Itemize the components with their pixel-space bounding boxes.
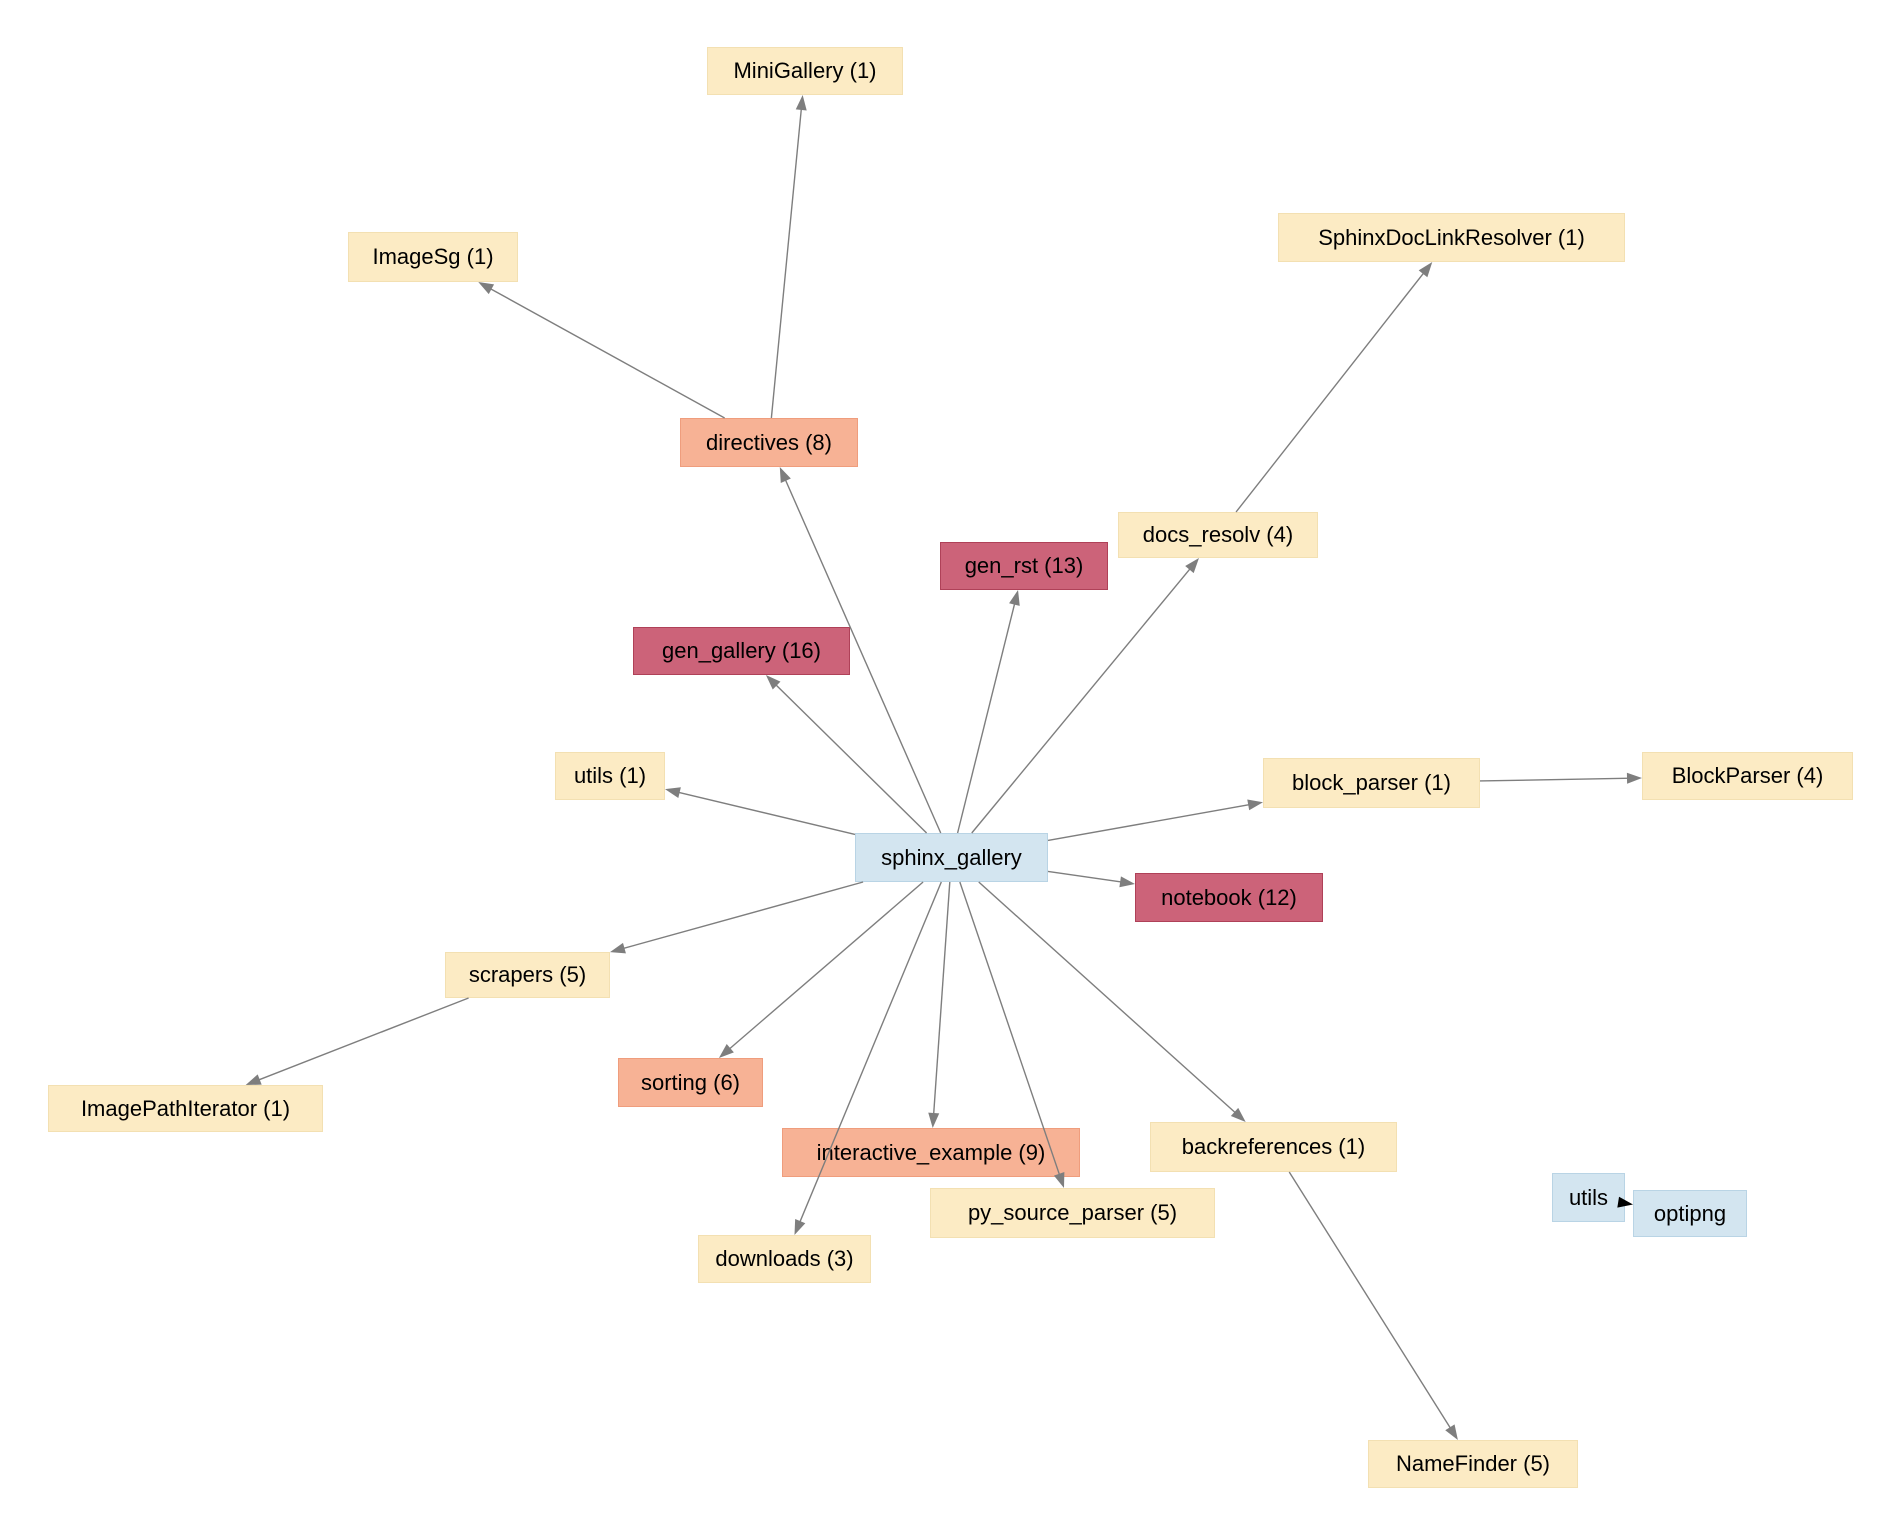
node-image_sg: ImageSg (1) [348, 232, 518, 282]
node-docs_resolv: docs_resolv (4) [1118, 512, 1318, 558]
node-utils_1: utils (1) [555, 752, 665, 800]
node-scrapers: scrapers (5) [445, 952, 610, 998]
node-utils_2: utils [1552, 1173, 1625, 1222]
node-block_parser: block_parser (1) [1263, 758, 1480, 808]
node-mini_gallery: MiniGallery (1) [707, 47, 903, 95]
node-backreferences: backreferences (1) [1150, 1122, 1397, 1172]
node-gen_gallery: gen_gallery (16) [633, 627, 850, 675]
node-image_path_iterator: ImagePathIterator (1) [48, 1085, 323, 1132]
node-downloads: downloads (3) [698, 1235, 871, 1283]
node-directives: directives (8) [680, 418, 858, 467]
node-optipng: optipng [1633, 1190, 1747, 1237]
node-sphinx_gallery: sphinx_gallery [855, 833, 1048, 882]
node-interactive_example: interactive_example (9) [782, 1128, 1080, 1177]
node-block_parser_cls: BlockParser (4) [1642, 752, 1853, 800]
node-gen_rst: gen_rst (13) [940, 542, 1108, 590]
node-py_source_parser: py_source_parser (5) [930, 1188, 1215, 1238]
node-notebook: notebook (12) [1135, 873, 1323, 922]
node-sphinx_doc_link_resolver: SphinxDocLinkResolver (1) [1278, 213, 1625, 262]
node-name_finder: NameFinder (5) [1368, 1440, 1578, 1488]
node-sorting: sorting (6) [618, 1058, 763, 1107]
